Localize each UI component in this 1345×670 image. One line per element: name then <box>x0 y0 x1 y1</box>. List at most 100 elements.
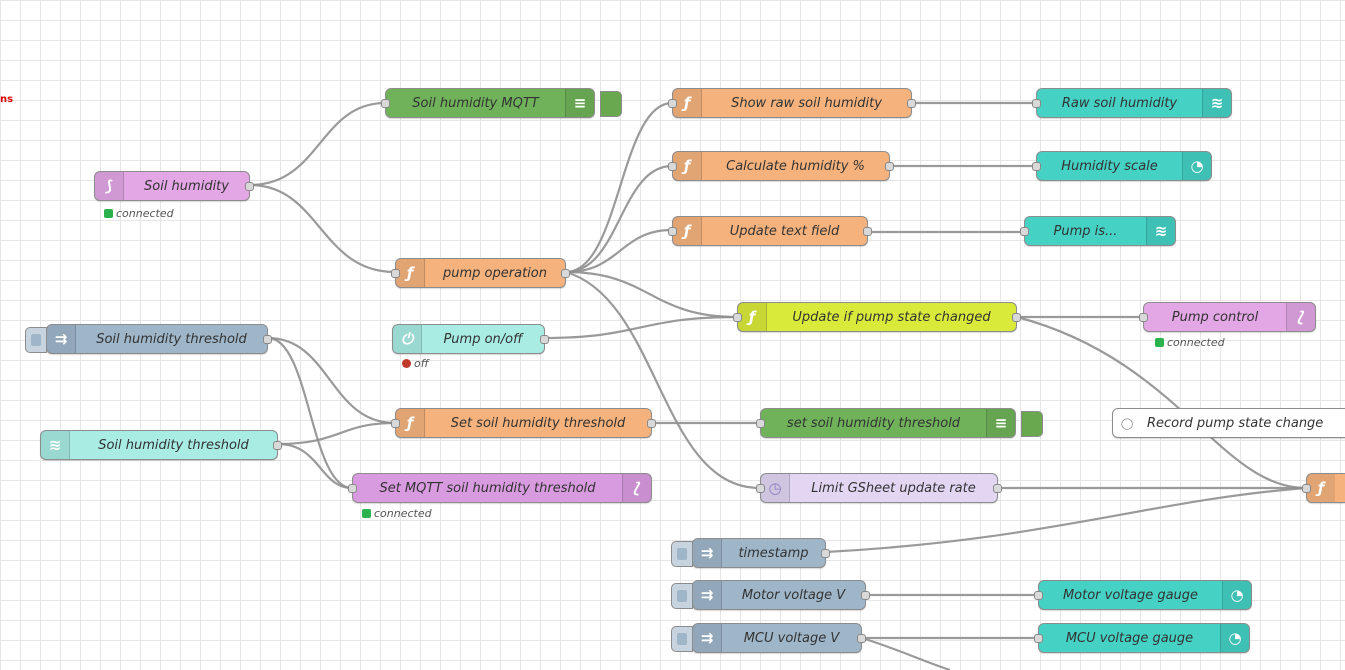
input-port[interactable] <box>1020 227 1029 236</box>
node-status: connected <box>362 507 432 520</box>
inject-button[interactable] <box>25 327 47 353</box>
function-icon: ƒ <box>673 152 702 180</box>
node-update-text-field[interactable]: ƒ Update text field <box>668 216 872 246</box>
output-port[interactable] <box>263 335 272 344</box>
input-port[interactable] <box>668 162 677 171</box>
wire <box>267 336 396 425</box>
node-pump-is-text[interactable]: Pump is... ≋ <box>1020 216 1176 246</box>
gauge-icon: ◔ <box>1220 624 1249 652</box>
input-port[interactable] <box>391 269 400 278</box>
output-port[interactable] <box>857 634 866 643</box>
debug-toggle-button[interactable] <box>1021 411 1043 437</box>
node-timestamp-inject[interactable]: ⇉ timestamp <box>671 538 830 568</box>
bridge-icon: ⟅ <box>1286 303 1315 331</box>
inject-button[interactable] <box>671 541 693 567</box>
node-label: Show raw soil humidity <box>731 95 882 111</box>
output-port[interactable] <box>885 162 894 171</box>
input-port[interactable] <box>1302 484 1311 493</box>
input-port[interactable] <box>348 484 357 493</box>
list-icon: ≡ <box>565 89 594 117</box>
slider-icon: ≋ <box>41 431 70 459</box>
node-soil-humidity-debug[interactable]: Soil humidity MQTT ≡ <box>381 88 622 118</box>
node-mcu-voltage-inject[interactable]: ⇉ MCU voltage V <box>671 623 866 653</box>
input-port[interactable] <box>1032 99 1041 108</box>
node-soil-humidity-threshold-inject[interactable]: ⇉ Soil humidity threshold <box>25 324 272 354</box>
inject-icon: ⇉ <box>693 624 722 652</box>
function-icon: ƒ <box>673 89 702 117</box>
output-port[interactable] <box>647 419 656 428</box>
node-update-if-pump-state-changed[interactable]: ƒ Update if pump state changed <box>733 302 1021 332</box>
node-label: Calculate humidity % <box>726 158 865 174</box>
node-calculate-humidity[interactable]: ƒ Calculate humidity % <box>668 151 894 181</box>
output-port[interactable] <box>273 441 282 450</box>
wire <box>861 636 951 670</box>
input-port[interactable] <box>733 313 742 322</box>
node-label: set soil humidity threshold <box>786 415 961 431</box>
wire <box>565 270 738 319</box>
gauge-icon: ◔ <box>1182 152 1211 180</box>
node-mcu-voltage-gauge[interactable]: MCU voltage gauge ◔ <box>1034 623 1250 653</box>
input-port[interactable] <box>1032 162 1041 171</box>
input-port[interactable] <box>381 99 390 108</box>
node-soil-humidity-threshold-slider[interactable]: ≋ Soil humidity threshold <box>40 430 282 460</box>
inject-button[interactable] <box>671 626 693 652</box>
output-port[interactable] <box>245 182 254 191</box>
node-set-mqtt-threshold[interactable]: Set MQTT soil humidity threshold ⟅ <box>348 473 652 503</box>
debug-toggle-button[interactable] <box>600 91 622 117</box>
node-label: Humidity scale <box>1061 158 1158 174</box>
inject-icon: ⇉ <box>693 581 722 609</box>
output-port[interactable] <box>561 269 570 278</box>
node-set-threshold-debug[interactable]: set soil humidity threshold ≡ <box>756 408 1043 438</box>
input-port[interactable] <box>1034 591 1043 600</box>
node-pump-onoff-switch[interactable]: ⏻ Pump on/off <box>392 324 549 354</box>
node-gsheet-function[interactable]: ƒ <box>1302 473 1345 503</box>
inject-icon: ⇉ <box>47 325 76 353</box>
inject-icon: ⇉ <box>693 539 722 567</box>
delay-icon: ◷ <box>761 474 790 502</box>
bridge-icon: ⟆ <box>95 172 124 200</box>
node-show-raw-soil-humidity[interactable]: ƒ Show raw soil humidity <box>668 88 916 118</box>
node-label: Motor voltage V <box>741 587 846 603</box>
output-port[interactable] <box>907 99 916 108</box>
wire <box>544 315 738 340</box>
output-port[interactable] <box>540 335 549 344</box>
node-raw-soil-humidity-chart[interactable]: Raw soil humidity ≋ <box>1032 88 1232 118</box>
status-text: connected <box>116 207 174 220</box>
output-port[interactable] <box>861 591 870 600</box>
output-port[interactable] <box>821 549 830 558</box>
node-label: Set MQTT soil humidity threshold <box>379 480 596 496</box>
node-soil-humidity-mqtt-in[interactable]: ⟆ Soil humidity <box>94 171 254 201</box>
comment-icon: ○ <box>1120 414 1134 432</box>
list-icon: ≡ <box>986 409 1015 437</box>
input-port[interactable] <box>756 484 765 493</box>
node-set-soil-humidity-threshold[interactable]: ƒ Set soil humidity threshold <box>391 408 656 438</box>
inject-button[interactable] <box>671 583 693 609</box>
node-limit-gsheet-rate[interactable]: ◷ Limit GSheet update rate <box>756 473 1002 503</box>
input-port[interactable] <box>1034 634 1043 643</box>
input-port[interactable] <box>668 99 677 108</box>
function-icon: ƒ <box>738 303 767 331</box>
node-status: connected <box>1155 336 1225 349</box>
function-icon: ƒ <box>1307 474 1335 502</box>
node-label: Soil humidity threshold <box>98 437 249 453</box>
node-humidity-scale-gauge[interactable]: Humidity scale ◔ <box>1032 151 1212 181</box>
node-motor-voltage-inject[interactable]: ⇉ Motor voltage V <box>671 580 870 610</box>
wire <box>277 421 396 446</box>
node-record-pump-state-comment[interactable]: ○ Record pump state change <box>1112 408 1345 438</box>
input-port[interactable] <box>1139 313 1148 322</box>
node-pump-operation[interactable]: ƒ pump operation <box>391 258 570 288</box>
node-label: Soil humidity MQTT <box>412 95 539 111</box>
output-port[interactable] <box>863 227 872 236</box>
node-motor-voltage-gauge[interactable]: Motor voltage gauge ◔ <box>1034 580 1252 610</box>
input-port[interactable] <box>756 419 765 428</box>
node-pump-control-mqtt-out[interactable]: Pump control ⟅ <box>1139 302 1316 332</box>
status-text: connected <box>374 507 432 520</box>
wire <box>277 442 353 490</box>
output-port[interactable] <box>1012 313 1021 322</box>
input-port[interactable] <box>391 419 400 428</box>
output-port[interactable] <box>993 484 1002 493</box>
status-connected-icon <box>104 209 113 218</box>
wire <box>249 101 386 187</box>
input-port[interactable] <box>668 227 677 236</box>
